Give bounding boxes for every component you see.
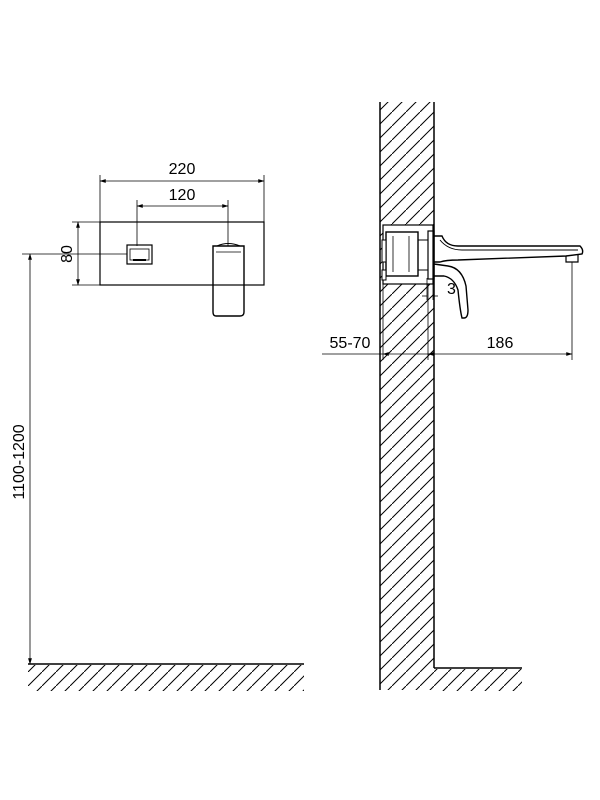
concealed-body [381,224,435,285]
spout-side [433,235,584,319]
front-view: 220 120 80 1100-1200 [11,161,304,691]
dim-mounting-height: 1100-1200 [11,253,127,665]
spout-projection-label: 186 [487,335,514,352]
plate-width-label: 220 [169,161,196,178]
spacing-label: 120 [169,187,196,204]
dim-plate-height: 80 [59,221,100,286]
side-view: 3 55-70 186 [322,102,584,691]
offset-label: 3 [447,281,456,298]
handle-knob [126,244,153,265]
wall-plate [99,221,265,286]
dim-plate-width: 220 [99,161,265,222]
dim-offset: 3 [422,278,456,300]
dim-depth-projection: 55-70 186 [322,262,573,360]
spout-front [212,243,245,317]
mounting-height-label: 1100-1200 [11,424,28,499]
wall-section [379,102,522,691]
wall-depth-label: 55-70 [330,335,371,352]
front-floor [28,663,304,691]
dim-spacing: 120 [136,187,229,246]
